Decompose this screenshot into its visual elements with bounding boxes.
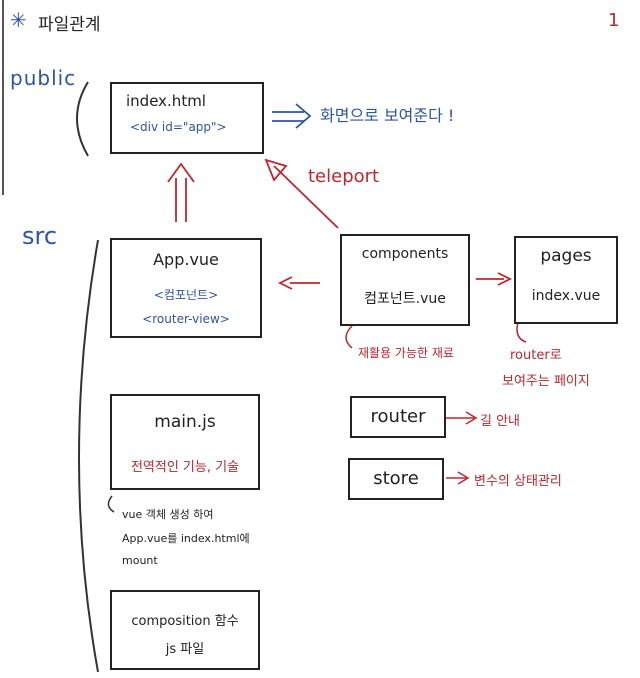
public-brace bbox=[76, 81, 89, 157]
components-title: components bbox=[361, 246, 449, 262]
main-js-title: main.js bbox=[154, 412, 216, 432]
pages-file: index.vue bbox=[531, 288, 601, 304]
router-title: router bbox=[370, 406, 426, 427]
composition-line2: js 파일 bbox=[165, 642, 205, 657]
router-note: 길 안내 bbox=[480, 414, 521, 429]
teleport-arrow bbox=[264, 158, 339, 229]
components-to-pages-arrow bbox=[476, 272, 513, 286]
components-note-hook bbox=[345, 325, 353, 349]
section-label-src: src bbox=[22, 222, 58, 250]
index-html-code: <div id="app"> bbox=[130, 120, 227, 134]
store-title: store bbox=[373, 468, 419, 489]
pages-title: pages bbox=[540, 246, 592, 266]
main-note-line1: vue 객체 생성 하여 bbox=[122, 508, 214, 521]
main-js-box: main.js 전역적인 기능, 기술 bbox=[110, 394, 260, 490]
router-note-arrow bbox=[446, 411, 478, 425]
router-box: router bbox=[350, 396, 446, 438]
page-number: 1 bbox=[608, 10, 620, 31]
main-note-line2: App.vue를 index.html에 bbox=[122, 532, 250, 545]
pages-note-hook bbox=[516, 321, 527, 343]
composition-line1: composition 함수 bbox=[131, 614, 239, 629]
app-vue-component-tag: <컴포넌트> bbox=[153, 288, 219, 302]
section-label-public: public bbox=[10, 66, 77, 90]
pages-note-line2: 보여주는 페이지 bbox=[502, 374, 590, 389]
components-file: 컴포넌트.vue bbox=[364, 291, 446, 307]
star-icon: ✳ bbox=[10, 8, 27, 32]
main-note-hook bbox=[107, 495, 115, 513]
main-js-desc: 전역적인 기능, 기술 bbox=[130, 460, 240, 475]
main-note-line3: mount bbox=[122, 554, 158, 567]
composition-box: composition 함수 js 파일 bbox=[110, 590, 260, 670]
page-title: 파일관계 bbox=[38, 15, 101, 35]
store-note-arrow bbox=[446, 471, 470, 485]
app-vue-box: App.vue <컴포넌트> <router-view> bbox=[110, 238, 262, 338]
store-box: store bbox=[348, 458, 444, 500]
components-box: components 컴포넌트.vue bbox=[340, 234, 470, 326]
app-vue-title: App.vue bbox=[153, 250, 219, 269]
app-to-index-arrow bbox=[167, 162, 195, 222]
index-to-screen-arrow bbox=[272, 103, 312, 129]
components-note: 재활용 가능한 재료 bbox=[358, 346, 454, 360]
src-brace bbox=[78, 239, 99, 673]
components-to-app-arrow bbox=[277, 276, 320, 290]
index-html-title: index.html bbox=[126, 92, 206, 110]
index-html-box: index.html <div id="app"> bbox=[110, 82, 264, 154]
pages-box: pages index.vue bbox=[514, 236, 618, 324]
index-screen-note: 화면으로 보여준다 ! bbox=[320, 106, 455, 125]
app-vue-router-view-tag: <router-view> bbox=[142, 312, 230, 326]
pages-note-line1: router로 bbox=[510, 348, 562, 363]
store-note: 변수의 상태관리 bbox=[474, 474, 562, 489]
teleport-label: teleport bbox=[308, 166, 380, 187]
